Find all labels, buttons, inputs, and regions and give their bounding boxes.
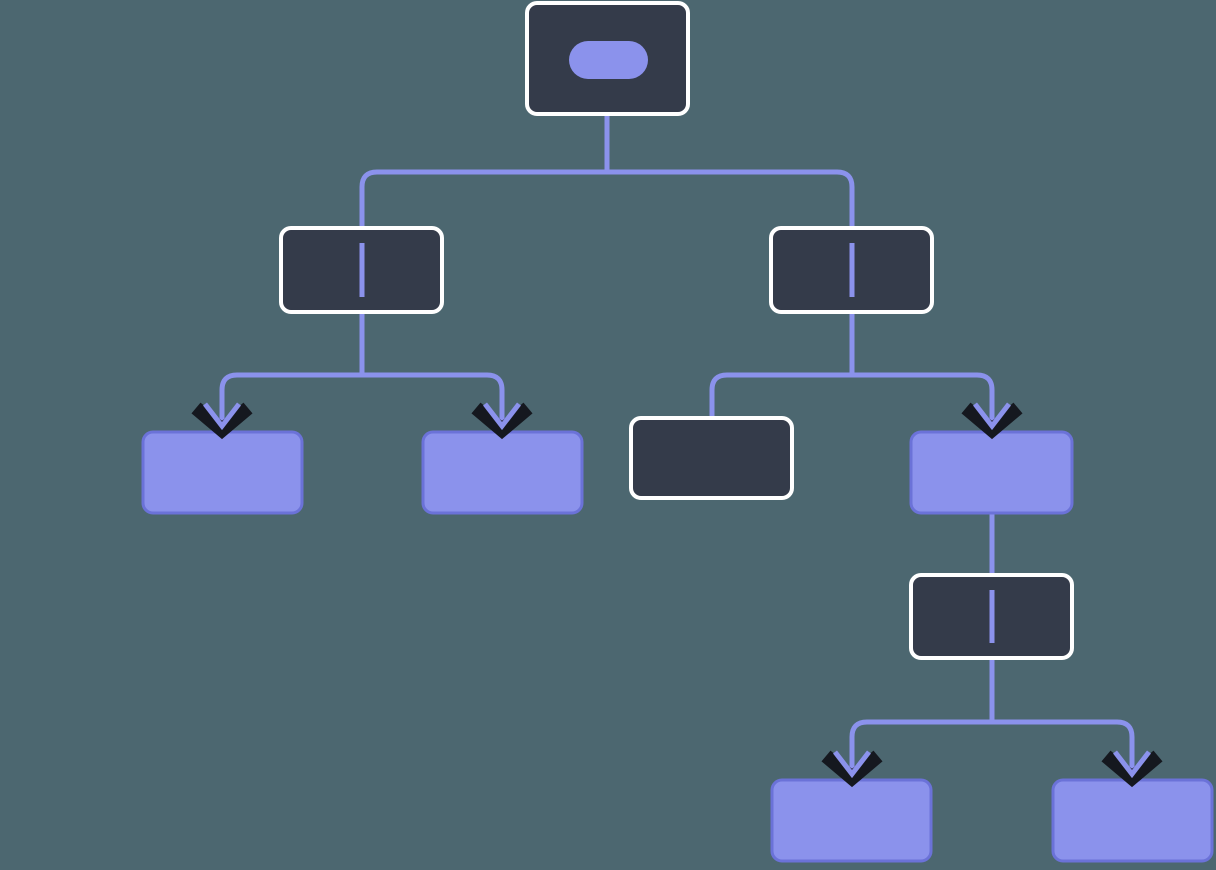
edge-layer xyxy=(219,79,1135,796)
node-inner-pill-n1 xyxy=(569,41,648,79)
edge-e1 xyxy=(359,114,610,228)
arrow-tip-e8 xyxy=(833,750,871,779)
node-box-n5[interactable] xyxy=(421,430,584,515)
node-n1[interactable] xyxy=(525,1,690,116)
node-layer xyxy=(141,1,1214,863)
node-n10[interactable] xyxy=(1051,778,1214,863)
node-n6[interactable] xyxy=(629,416,794,500)
edge-e8 xyxy=(849,658,995,796)
edge-e2 xyxy=(604,114,855,228)
node-box-n6[interactable] xyxy=(629,416,794,500)
node-box-n4[interactable] xyxy=(141,430,304,515)
node-box-n10[interactable] xyxy=(1051,778,1214,863)
arrow-tip-e9 xyxy=(1113,750,1151,779)
node-n9[interactable] xyxy=(770,778,933,863)
node-box-n9[interactable] xyxy=(770,778,933,863)
node-n7[interactable] xyxy=(909,430,1074,515)
edge-e5 xyxy=(709,312,855,418)
edge-e4 xyxy=(359,312,505,448)
edge-e9 xyxy=(989,658,1135,796)
edge-e6 xyxy=(849,312,995,448)
node-n5[interactable] xyxy=(421,430,584,515)
arrow-tip-e6 xyxy=(973,402,1011,431)
edge-e3 xyxy=(219,312,365,448)
arrow-layer xyxy=(191,402,1163,788)
node-box-n7[interactable] xyxy=(909,430,1074,515)
arrow-tip-e3 xyxy=(203,402,241,431)
arrow-tip-e4 xyxy=(483,402,521,431)
node-n4[interactable] xyxy=(141,430,304,515)
